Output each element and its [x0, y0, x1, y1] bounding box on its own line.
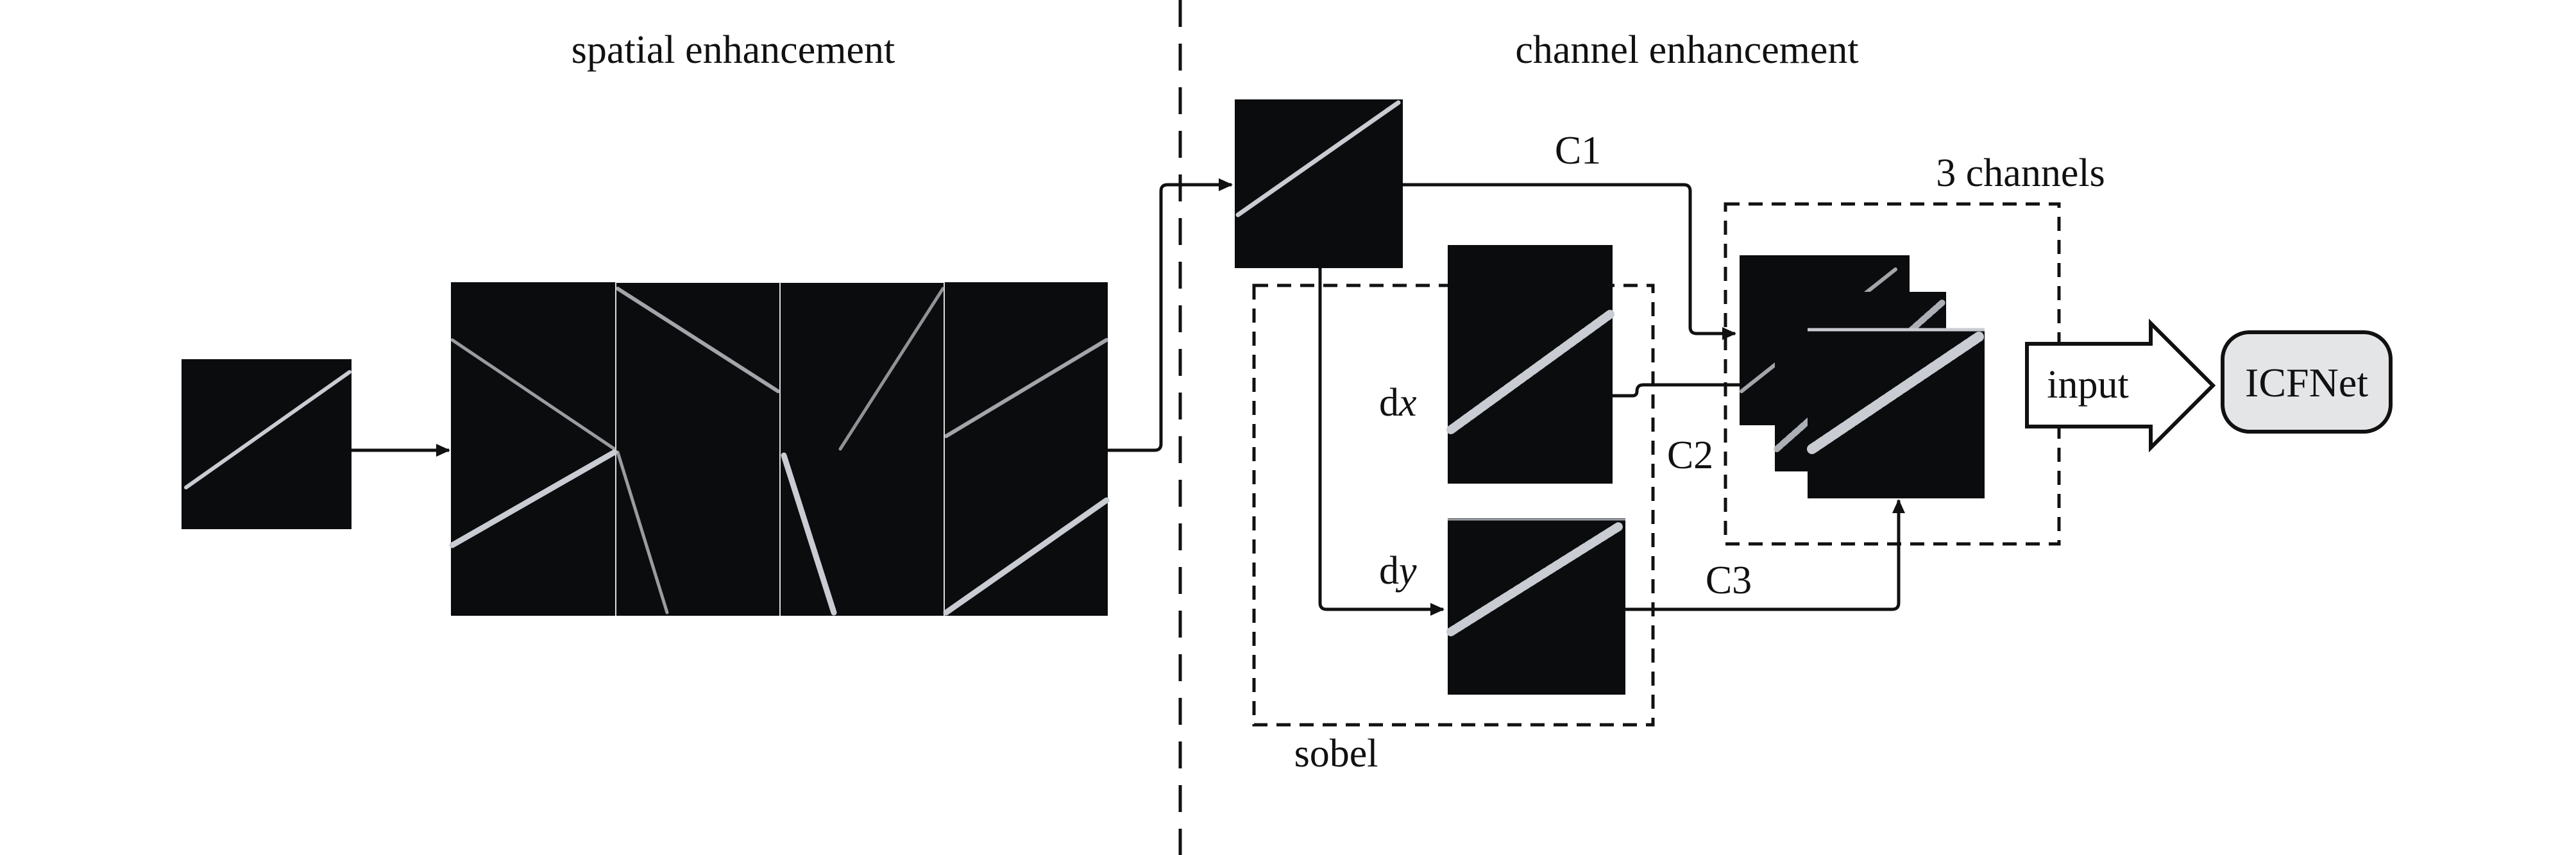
arrow-c3 — [1625, 499, 1905, 611]
label-dy: dy — [1379, 549, 1417, 593]
icfnet-box: ICFNet — [2221, 330, 2393, 434]
arrow-c1 — [1403, 183, 1736, 340]
dy-image — [1446, 518, 1625, 695]
arrow-mosaic-to-enhanced — [1108, 178, 1233, 452]
spatial-enhancement-title: spatial enhancement — [572, 28, 895, 72]
label-c2: C2 — [1667, 434, 1713, 477]
label-icfnet: ICFNet — [2245, 360, 2368, 405]
label-c1: C1 — [1555, 129, 1601, 173]
spatial-mosaic — [449, 282, 1110, 616]
arrow-c2 — [1613, 383, 1751, 398]
mosaic-tile-2 — [616, 283, 779, 616]
mosaic-tile-3 — [781, 283, 944, 616]
stacked-channels — [1740, 255, 1985, 498]
label-dx: dx — [1379, 381, 1417, 425]
mosaic-tile-4 — [945, 282, 1108, 616]
label-input: input — [2047, 363, 2128, 407]
channel-enhancement-title: channel enhancement — [1515, 28, 1858, 72]
label-sobel: sobel — [1294, 732, 1378, 775]
input-arrow: input — [2025, 318, 2216, 453]
dx-image — [1446, 245, 1614, 484]
label-c3: C3 — [1706, 559, 1752, 602]
three-channels-box — [1724, 202, 2061, 546]
arrow-to-dy — [1318, 268, 1445, 616]
mosaic-tile-1 — [451, 282, 615, 616]
enhanced-image — [1235, 99, 1403, 268]
label-three-channels: 3 channels — [1936, 151, 2105, 195]
sobel-box — [1252, 284, 1655, 727]
input-image — [182, 359, 352, 529]
